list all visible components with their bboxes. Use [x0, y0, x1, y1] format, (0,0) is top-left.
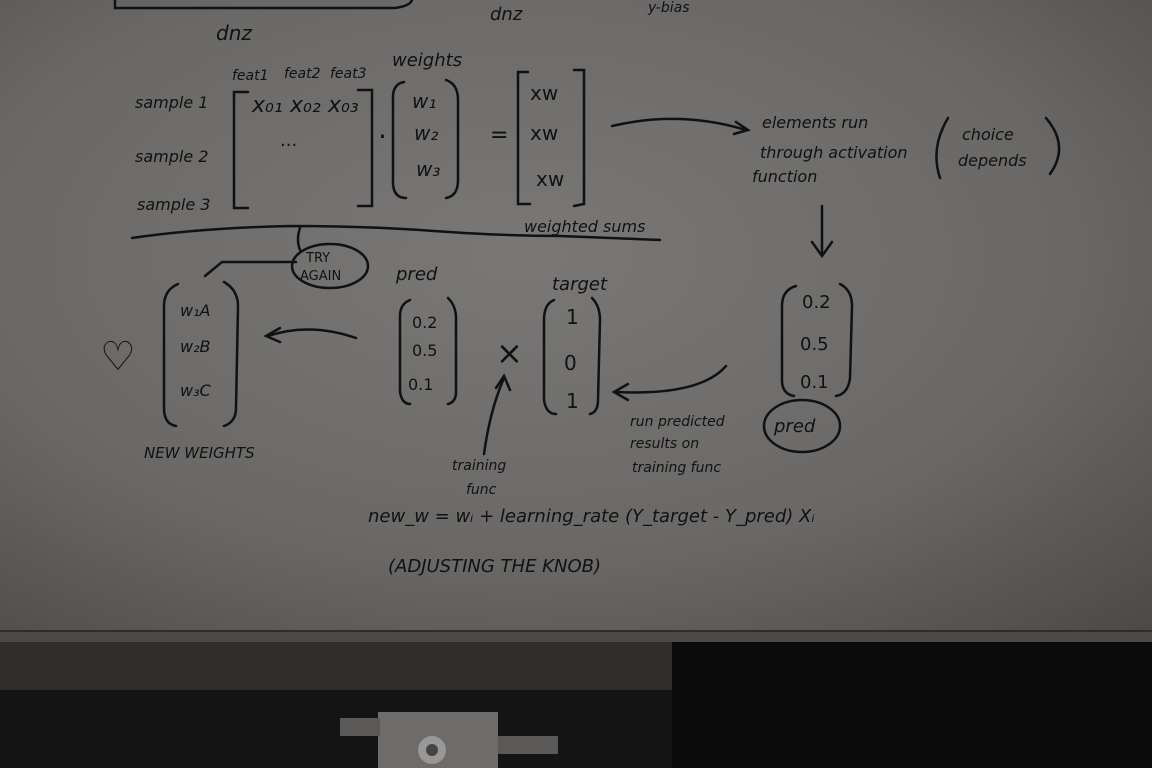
- target-value-3: 1: [566, 389, 579, 413]
- tray-bracket: [340, 712, 558, 768]
- dot-operator: ·: [378, 120, 387, 153]
- top-right-partial: y-bias: [647, 0, 690, 16]
- down-arrow: [810, 204, 834, 259]
- try-again-line2: AGAIN: [300, 269, 341, 284]
- weighted-sum-2: xw: [530, 121, 558, 145]
- input-matrix-brackets: [232, 88, 374, 210]
- activation-line1: elements run: [762, 113, 868, 132]
- arrow-to-new-weights: [263, 326, 358, 344]
- run-note-line1: run predicted: [630, 414, 725, 430]
- activation-parens: [935, 116, 1061, 180]
- arrow-to-activation: [610, 117, 751, 136]
- feat1-label: feat1: [232, 68, 269, 84]
- run-note-line2: results on: [630, 436, 699, 452]
- sample-1-label: sample 1: [135, 93, 208, 112]
- activation-line3: function: [752, 167, 817, 186]
- feat2-label: feat2: [284, 66, 321, 82]
- update-formula: new_w = wᵢ + learning_rate (Y_target - Y…: [368, 506, 815, 527]
- right-pred-label: pred: [773, 416, 816, 437]
- new-weight-2: w₂B: [180, 337, 210, 356]
- activation-paren-line1: choice: [962, 125, 1014, 144]
- equals-sign: =: [490, 123, 508, 148]
- training-line1: training: [452, 458, 506, 474]
- arrow-from-training: [482, 373, 512, 456]
- try-again-circle: [290, 242, 370, 290]
- matrix-dots: ...: [280, 130, 297, 151]
- whiteboard-surface: [0, 0, 1152, 640]
- training-line2: func: [466, 482, 497, 498]
- new-weight-1: w₁A: [180, 301, 210, 320]
- matrix-x01: x₀₁: [251, 93, 283, 118]
- weighted-sums-label: weighted sums: [524, 217, 645, 236]
- top-partial: [113, 0, 414, 10]
- activation-paren-line2: depends: [958, 151, 1027, 170]
- try-again-line1: TRY: [305, 251, 330, 266]
- dark-object: [672, 642, 1152, 768]
- target-brackets: [542, 296, 602, 416]
- new-weight-3: w₃C: [180, 381, 212, 400]
- weight-w2: w₂: [414, 121, 438, 145]
- new-weights-brackets: [162, 280, 240, 428]
- right-pred-value-1: 0.2: [802, 292, 831, 313]
- weights-brackets: [391, 78, 460, 200]
- weight-w1: w₁: [412, 89, 436, 113]
- mid-pred-value-3: 0.1: [408, 375, 433, 394]
- mid-pred-value-2: 0.5: [412, 341, 437, 360]
- mid-pred-value-1: 0.2: [412, 313, 437, 332]
- times-sign: ×: [496, 334, 523, 372]
- weights-title: weights: [392, 50, 462, 71]
- right-pred-brackets: [780, 282, 854, 398]
- sample-3-label: sample 3: [137, 195, 210, 214]
- target-value-2: 0: [564, 351, 577, 375]
- right-pred-circle: [762, 398, 842, 454]
- right-pred-value-3: 0.1: [800, 372, 829, 393]
- target-title: target: [552, 274, 608, 295]
- feat3-label: feat3: [330, 66, 367, 82]
- matrix-x03: x₀₃: [327, 93, 359, 118]
- weighted-sum-1: xw: [530, 81, 558, 105]
- mid-pred-brackets: [398, 296, 458, 406]
- target-value-1: 1: [566, 305, 579, 329]
- heart-doodle: ♡: [100, 334, 136, 380]
- mid-pred-title: pred: [395, 264, 438, 285]
- arrow-to-target: [611, 364, 728, 402]
- sample-2-label: sample 2: [135, 147, 208, 166]
- weighted-sums-brackets: [516, 68, 586, 208]
- weight-w3: w₃: [416, 157, 440, 181]
- run-note-line3: training func: [632, 460, 721, 476]
- right-pred-value-2: 0.5: [800, 334, 829, 355]
- activation-line2: through activation: [760, 143, 908, 162]
- top-mid-dnz: dnz: [490, 4, 523, 25]
- weighted-sum-3: xw: [536, 167, 564, 191]
- top-left-dnz: dnz: [216, 21, 252, 45]
- underline-loop: [130, 224, 662, 278]
- new-weights-label: NEW WEIGHTS: [144, 444, 255, 462]
- adjusting-knob-note: (ADJUSTING THE KNOB): [388, 556, 601, 577]
- matrix-x02: x₀₂: [289, 93, 321, 118]
